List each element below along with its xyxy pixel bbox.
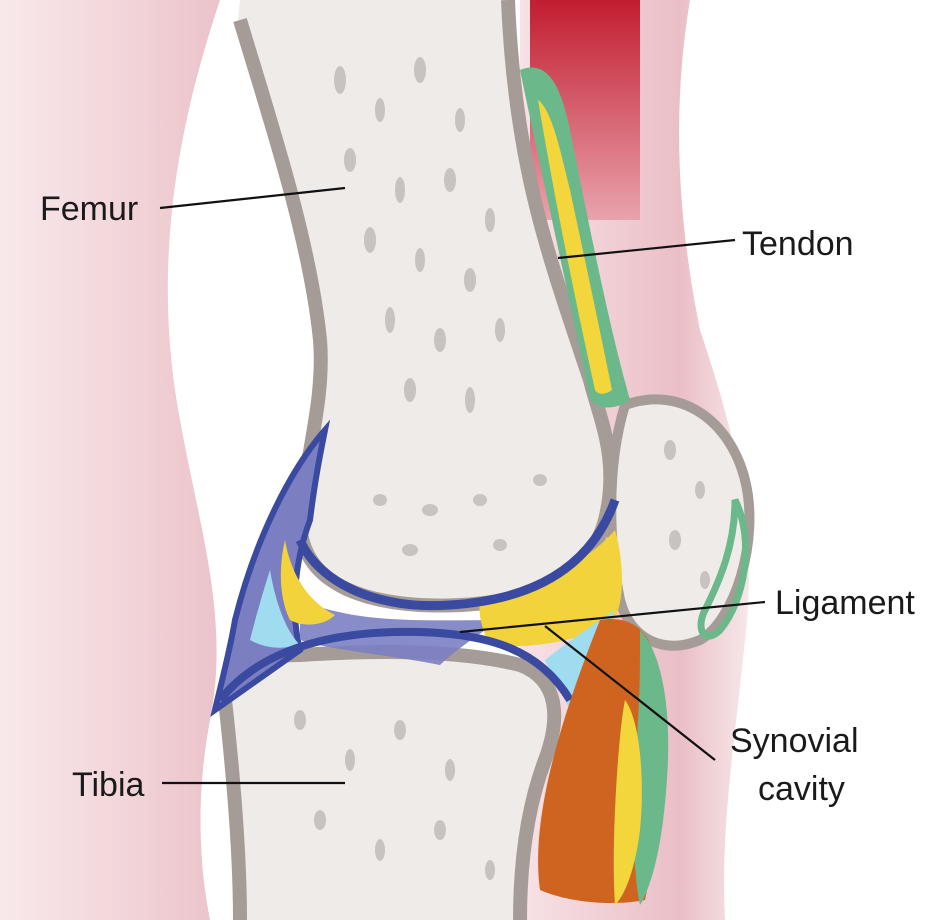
ligament-label: Ligament [775, 584, 915, 622]
quadriceps-tendon [520, 67, 750, 905]
patella-bone [606, 394, 755, 651]
prepatellar-bursa [697, 498, 750, 640]
synovial-fluid-left [280, 540, 335, 625]
patellar-tendon-green [634, 630, 669, 905]
cyan-fluid-left [250, 570, 300, 648]
tibia-bone [218, 645, 562, 920]
synovial-label-line2: cavity [758, 770, 845, 808]
capsule-line-lower [216, 627, 574, 703]
leader-lines [159, 186, 766, 785]
femur-texture [334, 57, 547, 556]
femur-label: Femur [40, 190, 138, 228]
joint-capsule [210, 419, 622, 720]
tibia-label: Tibia [72, 766, 145, 804]
synovial-label-line1: Synovial [730, 722, 859, 760]
tendon-label: Tendon [742, 225, 854, 263]
ligament-leader [459, 600, 766, 634]
synovial-fluid [479, 530, 622, 647]
tibia-texture [294, 710, 495, 880]
femur-leader [159, 186, 346, 210]
tendon-yellow [538, 100, 612, 394]
patella-outline [606, 394, 755, 651]
tibia-body [225, 652, 555, 920]
labels: Femur Tendon Ligament Synovial cavity Ti… [40, 190, 915, 808]
patellar-tendon-yellow [613, 700, 642, 905]
tendon-leader [557, 238, 736, 260]
patella-texture [664, 440, 710, 589]
synovial-leader [544, 625, 716, 761]
capsule-line-upper [295, 498, 620, 611]
skin-left [0, 0, 220, 920]
